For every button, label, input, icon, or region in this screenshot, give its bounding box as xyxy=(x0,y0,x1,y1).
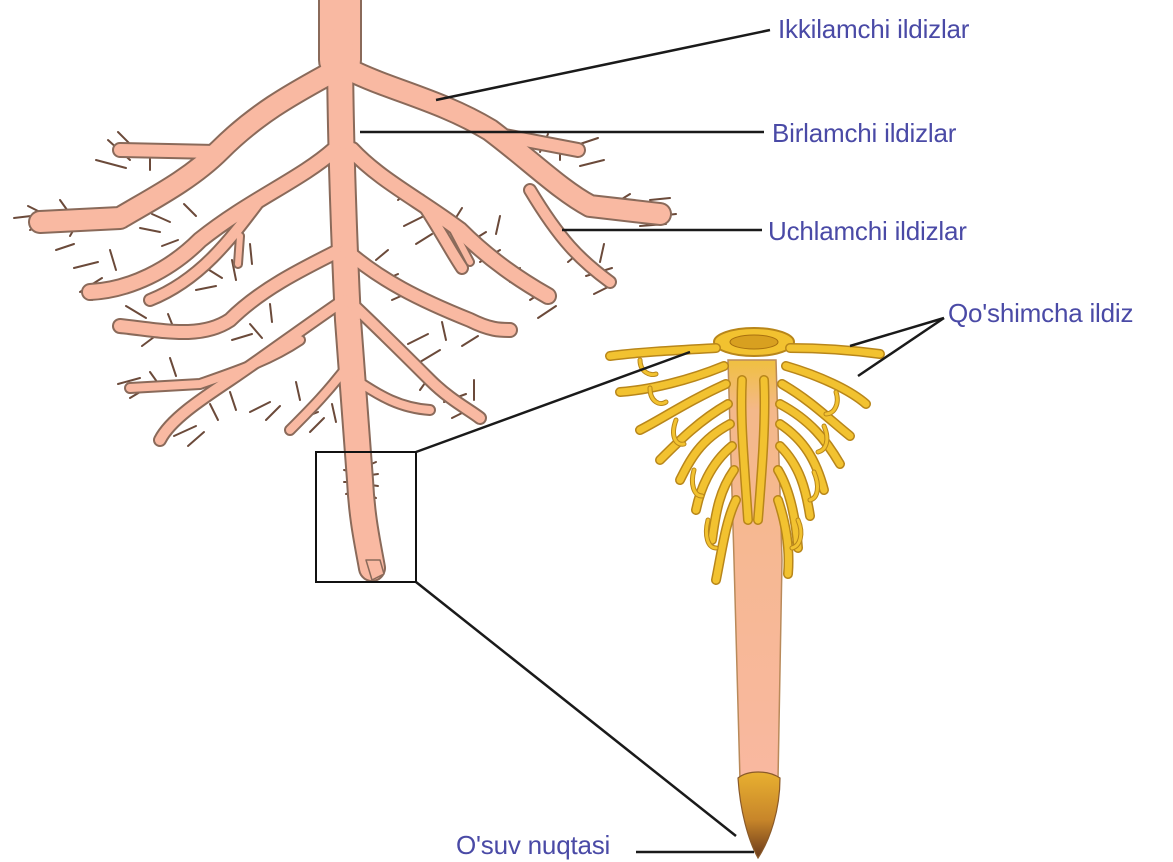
label-secondary-roots: Ikkilamchi ildizlar xyxy=(778,14,969,45)
label-primary-roots: Birlamchi ildizlar xyxy=(772,118,956,149)
tap-root-system xyxy=(14,0,676,582)
label-growth-point: O'suv nuqtasi xyxy=(456,830,610,861)
leader-adventitious-1 xyxy=(850,318,944,346)
leader-lines xyxy=(360,30,944,852)
leader-adventitious-2 xyxy=(858,318,944,376)
label-adventitious-root: Qo'shimcha ildiz xyxy=(948,298,1133,329)
zoomed-root xyxy=(610,328,880,858)
label-tertiary-roots: Uchlamchi ildizlar xyxy=(768,216,967,247)
zoomed-root-shaft xyxy=(728,360,782,780)
root-branches xyxy=(40,0,660,580)
zoom-line-bottom xyxy=(416,582,736,836)
growth-point-tip xyxy=(738,772,780,858)
leader-secondary xyxy=(436,30,770,100)
